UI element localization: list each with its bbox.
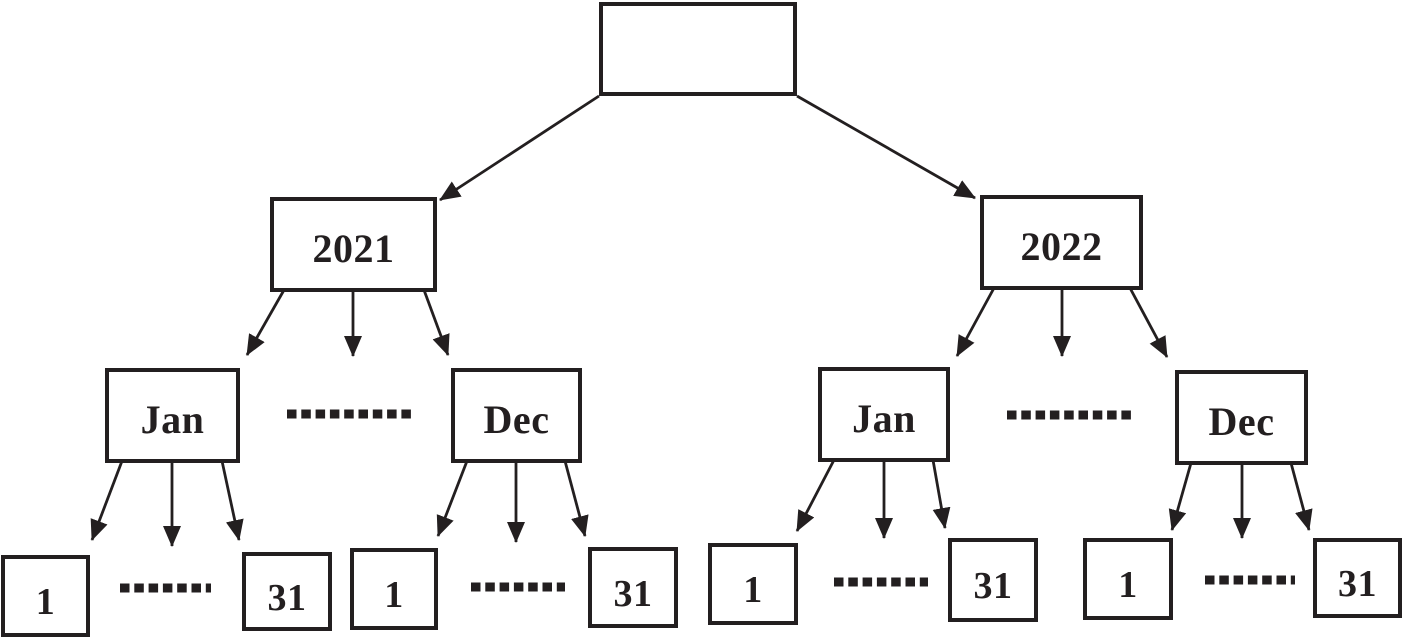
edge-dec2022-to-day1	[1168, 462, 1193, 531]
edge-jan2022-to-day31	[931, 459, 951, 529]
node-day-2021-jan-1: 1	[1, 555, 90, 637]
node-day-2022-dec-1: 1	[1083, 538, 1173, 620]
edge-2022-to-dec	[1128, 287, 1169, 358]
edge-jan2021-to-day1	[90, 460, 124, 541]
edge-dec2021-to-day31	[563, 460, 589, 537]
node-day-2022-jan-31: 31	[948, 538, 1038, 622]
edge-dec2022-to-day31	[1289, 462, 1313, 531]
edge-2022-to-jan	[955, 287, 996, 357]
node-year-2022: 2022	[980, 195, 1143, 290]
node-day-2021-dec-1: 1	[350, 548, 438, 630]
node-month-2022-dec: Dec	[1175, 370, 1308, 465]
node-year-2021: 2021	[270, 197, 437, 292]
node-day-2022-jan-1: 1	[708, 543, 798, 625]
edge-dec2021-to-day1	[436, 460, 469, 537]
node-day-2021-jan-31: 31	[242, 552, 332, 631]
edge-2021-to-dec	[422, 289, 450, 356]
edge-root-to-2022	[796, 94, 976, 200]
edge-2021-to-jan	[245, 289, 286, 356]
edge-jan2022-to-day1	[795, 459, 836, 532]
node-root	[599, 2, 797, 96]
edge-jan2021-to-day31	[220, 460, 244, 541]
node-day-2022-dec-31: 31	[1313, 538, 1402, 618]
node-month-2022-jan: Jan	[818, 367, 950, 462]
edge-root-to-2021	[439, 94, 600, 202]
node-month-2021-dec: Dec	[451, 368, 582, 463]
node-month-2021-jan: Jan	[105, 368, 240, 463]
node-day-2021-dec-31: 31	[588, 547, 678, 628]
